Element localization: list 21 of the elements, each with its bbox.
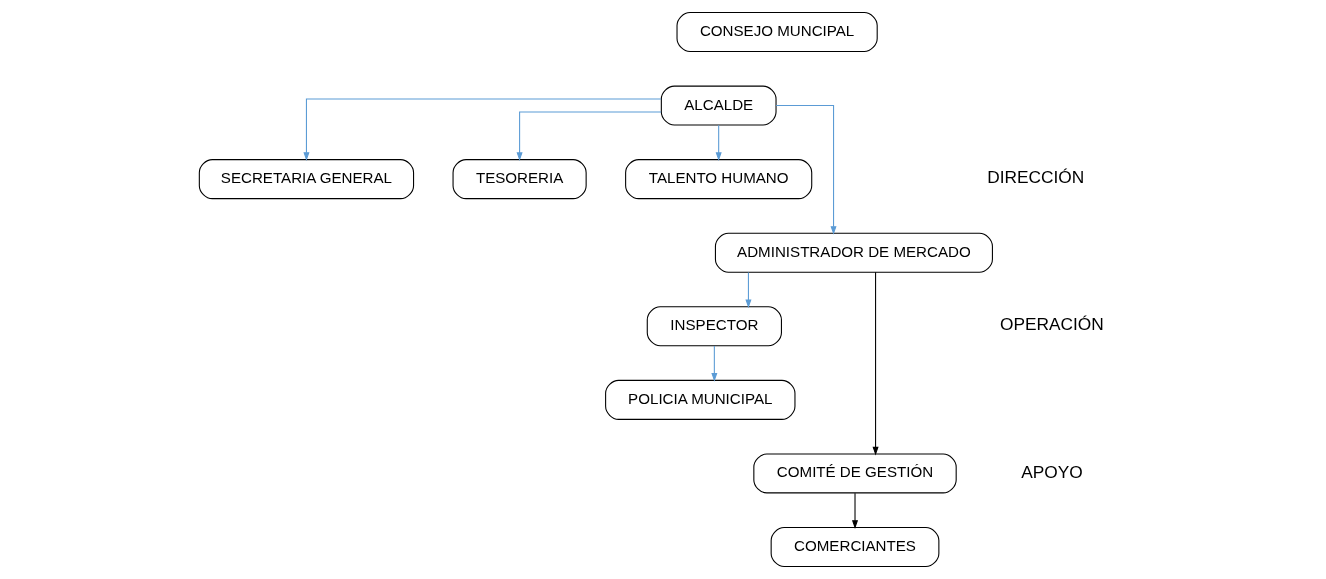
label: APOYO bbox=[1020, 461, 1083, 482]
arrow bbox=[715, 124, 722, 161]
node-box: COMITÉ DE GESTIÓN bbox=[752, 453, 957, 494]
node-box: COMERCIANTES bbox=[770, 527, 939, 568]
node-box: INSPECTOR bbox=[646, 306, 782, 347]
node-box: CONSEJO MUNCIPAL bbox=[676, 11, 878, 52]
arrow bbox=[710, 345, 717, 382]
arrow bbox=[872, 271, 879, 456]
node-box: SECRETARIA GENERAL bbox=[198, 159, 414, 200]
arrow bbox=[744, 271, 751, 309]
label: DIRECCIÓN bbox=[986, 167, 1084, 188]
arrow bbox=[302, 98, 661, 161]
node-box: ALCALDE bbox=[660, 85, 777, 126]
node-box: ADMINISTRADOR DE MERCADO bbox=[714, 232, 993, 273]
node-box: POLICIA MUNICIPAL bbox=[604, 379, 795, 420]
arrow bbox=[851, 492, 858, 529]
arrow bbox=[775, 105, 837, 235]
node-box: TESORERIA bbox=[452, 159, 587, 200]
node-box: TALENTO HUMANO bbox=[624, 159, 812, 200]
arrow bbox=[516, 111, 662, 161]
label: OPERACIÓN bbox=[999, 314, 1104, 335]
